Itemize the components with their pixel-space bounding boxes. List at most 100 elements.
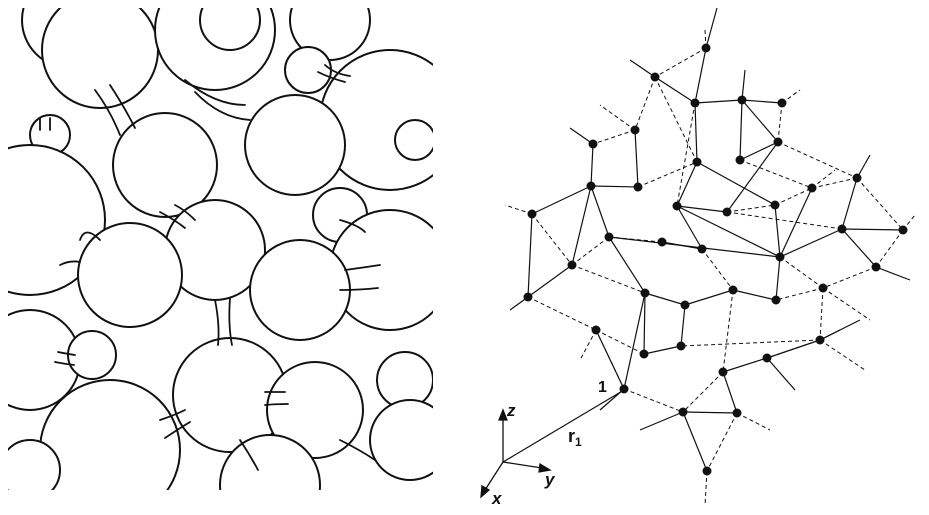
edge-stub [599,104,636,131]
particle [41,8,159,109]
contact-edge [777,102,783,143]
contact-edge [654,76,698,163]
axis-y-line [502,461,543,469]
contact-edge [595,329,645,355]
bond-edge [684,289,734,306]
particle [39,379,181,490]
contact-edge [634,76,656,131]
bond-edge [682,411,708,472]
particle [77,222,183,328]
particle [394,119,433,161]
edge-stub [766,357,796,391]
bridge [94,89,121,136]
contact-edge [592,129,636,145]
bond-edge [682,411,738,414]
contact-edge [571,236,610,266]
network-node [770,200,780,210]
axis-y-arrow [538,462,552,473]
bridge [174,204,196,221]
bond-edge [643,345,682,355]
contact-edge [819,287,824,341]
network-node [807,183,817,193]
network-node [728,285,738,295]
contact-edge [777,141,858,179]
bond-edge [590,143,594,187]
network-node [722,207,732,217]
particle [319,49,433,191]
particle [369,399,433,481]
bridge [184,79,246,106]
network-node [680,300,690,310]
network-node [701,43,711,53]
contact-edge [623,388,684,413]
axis-y-label: y [544,470,556,489]
network-nodes [523,43,908,476]
network-node [690,98,700,108]
network-node [639,349,649,359]
bond-edge [741,99,783,104]
vector-r1-label: r1 [568,426,582,449]
network-node [657,237,667,247]
network-node [697,244,707,254]
contact-edge [595,329,625,390]
bond-edge [608,236,781,258]
bond-edge [676,205,728,213]
bond-edge [676,205,703,250]
bond-edge [774,204,781,258]
bond-edge [722,357,768,373]
network-node [773,137,783,147]
contact-edge [654,47,707,78]
contact-edge [766,339,821,359]
network-node [818,283,828,293]
network-node [586,181,596,191]
network-dashed-edges [504,29,916,506]
bond-edge [590,185,639,188]
network-node [630,125,640,135]
particle [67,330,117,380]
bond-edge [722,371,738,414]
bridge [109,84,136,129]
contact-edge [680,339,821,347]
contact-edge [608,236,663,243]
bridge [339,287,379,291]
bridge [194,91,251,121]
bridge [57,351,76,356]
contact-edge [637,161,698,188]
contact-edge [739,159,813,189]
edge-stub [822,287,871,321]
axes [480,408,552,499]
network-node [718,367,728,377]
network-node [692,157,702,167]
axis-x-label: x [491,489,503,508]
contact-edge [701,248,734,291]
network-node [837,224,847,234]
edge-stub [504,204,533,215]
bridge [339,439,376,461]
bond-edge [634,129,639,188]
bridge [79,231,101,241]
network-node [737,95,747,105]
particle [284,46,332,94]
bridge [59,260,81,266]
network-node [672,201,682,211]
bond-edge [694,47,707,104]
network-node [775,252,785,262]
edge-stub [741,69,746,101]
axis-x-arrow [480,484,491,499]
edge-stub [629,59,656,78]
bridge [228,297,233,346]
particle [266,361,364,459]
bridge [164,421,191,439]
bond-edge [739,141,779,161]
particle [199,8,261,51]
network-node [527,209,537,219]
bridge [344,264,381,271]
bond-edge [676,161,698,207]
contact-edge [775,287,824,301]
particle [112,112,218,218]
network-node [633,182,643,192]
bond-edge [531,185,592,215]
bond-edge [696,161,776,206]
contact-edge [726,211,843,230]
